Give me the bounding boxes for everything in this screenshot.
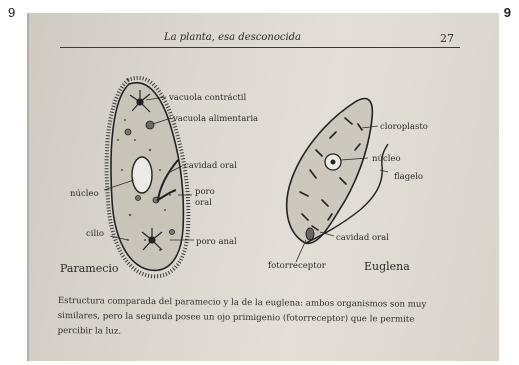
label-flagelo: flagelo [394,172,423,182]
label-cavidad-oral-euglena: cavidad oral [336,233,389,243]
label-nucleo-euglena: núcleo [372,153,401,164]
label-poro: poro [195,187,215,197]
label-vacuola-alimentaria: vacuola alimentaria [172,114,258,124]
paramecium-drawing [104,78,194,276]
label-poro-anal: poro anal [196,237,237,247]
paramecio-title: Paramecio [60,262,119,275]
label-oral: oral [195,198,212,208]
label-fotorreceptor: fotorreceptor [268,261,327,271]
label-nucleo-paramecio: núcleo [70,188,99,199]
label-cilio: cilio [86,229,104,239]
label-cloroplasto: cloroplasto [380,122,428,132]
figure-caption: Estructura comparada del paramecio y la … [58,294,448,343]
label-cavidad-oral-paramecio: cavidad oral [184,161,237,171]
euglena-title: Euglena [364,260,410,273]
label-vacuola-contractil: vacuola contráctil [168,92,247,103]
